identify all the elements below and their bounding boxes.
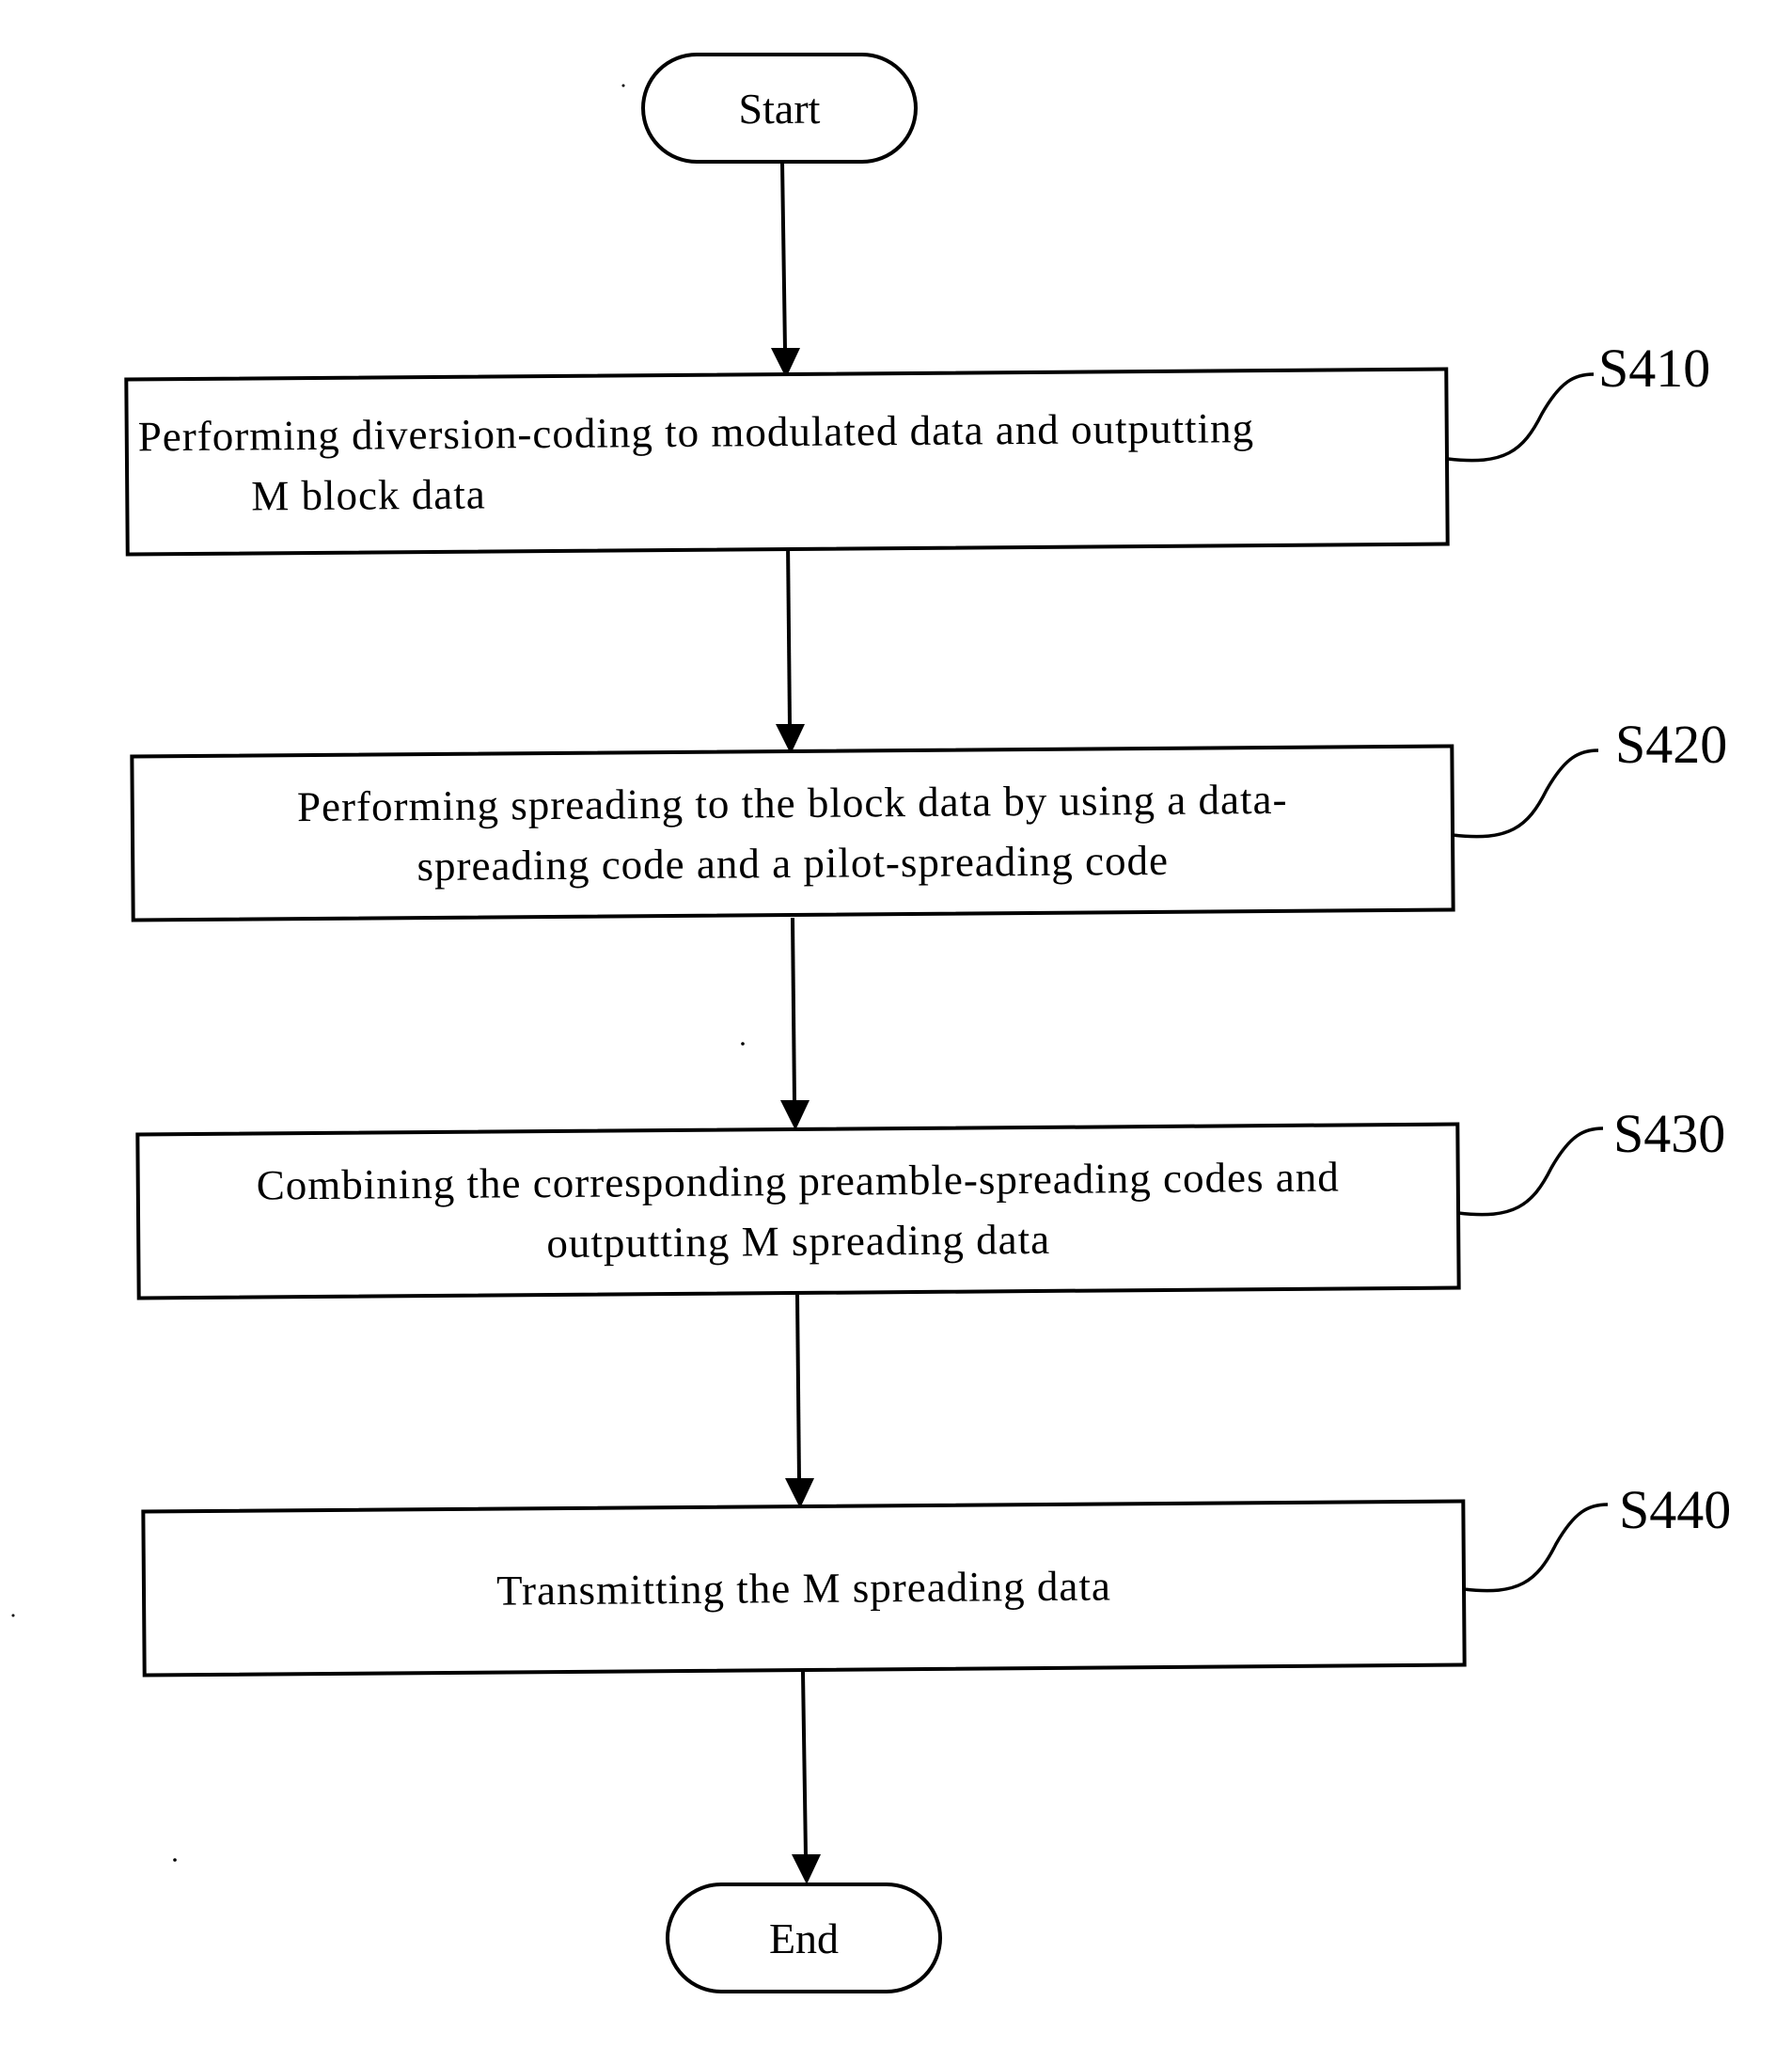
- process-box-s410: Performing diversion-coding to modulated…: [124, 367, 1449, 556]
- end-label: End: [769, 1914, 839, 1963]
- step-label-s430: S430: [1613, 1102, 1725, 1165]
- arrow-start-to-s410: [771, 162, 800, 378]
- arrow-s440-to-end: [792, 1672, 821, 1884]
- s430-text-line-1: Combining the corresponding preamble-spr…: [257, 1146, 1340, 1215]
- scan-speck: [622, 85, 625, 87]
- arrow-s430-to-s440: [785, 1294, 814, 1508]
- start-label: Start: [739, 84, 821, 134]
- process-box-s430: Combining the corresponding preamble-spr…: [135, 1122, 1460, 1300]
- step-label-s410: S410: [1598, 337, 1710, 400]
- end-terminal: End: [666, 1883, 942, 1993]
- s430-text-line-2: outputting M spreading data: [546, 1209, 1050, 1273]
- step-label-s440: S440: [1619, 1478, 1731, 1541]
- leader-line-s430: [1458, 1128, 1603, 1215]
- process-box-s420: Performing spreading to the block data b…: [130, 744, 1454, 922]
- arrow-s420-to-s430: [780, 918, 810, 1130]
- start-terminal: Start: [641, 53, 918, 164]
- scan-speck: [173, 1858, 177, 1862]
- leader-line-s420: [1453, 750, 1598, 837]
- s410-text-line-1: Performing diversion-coding to modulated…: [138, 398, 1255, 466]
- s420-text-line-1: Performing spreading to the block data b…: [297, 769, 1288, 837]
- s420-text-line-2: spreading code and a pilot-spreading cod…: [417, 830, 1169, 896]
- leader-line-s410: [1448, 374, 1594, 461]
- process-box-s440: Transmitting the M spreading data: [141, 1499, 1466, 1677]
- scan-speck: [741, 1042, 745, 1046]
- arrow-s410-to-s420: [776, 542, 805, 754]
- scan-speck: [12, 1615, 15, 1617]
- s410-text-line-2: M block data: [138, 465, 486, 528]
- leader-line-s440: [1464, 1504, 1608, 1591]
- s440-text-line-1: Transmitting the M spreading data: [496, 1555, 1111, 1620]
- step-label-s420: S420: [1615, 713, 1727, 776]
